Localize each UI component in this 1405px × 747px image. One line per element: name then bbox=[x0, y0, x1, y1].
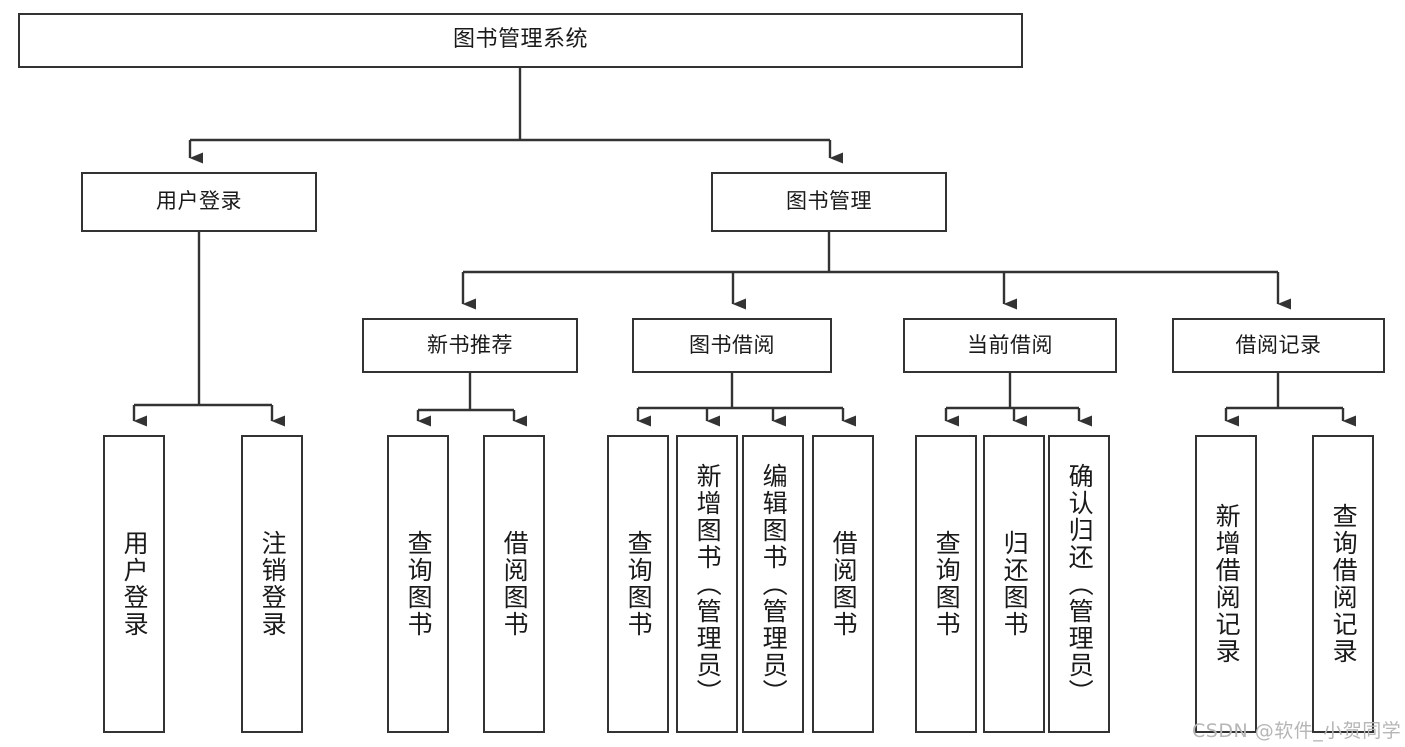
leaf-edit-book-admin[interactable]: 编辑图书（管理员） bbox=[742, 435, 804, 733]
node-root-system[interactable]: 图书管理系统 bbox=[18, 13, 1023, 68]
node-label: 图书借阅 bbox=[689, 332, 775, 357]
leaf-user-login[interactable]: 用户登录 bbox=[103, 435, 165, 733]
node-label: 归还图书 bbox=[1000, 530, 1030, 638]
leaf-borrow-book-recommend[interactable]: 借阅图书 bbox=[483, 435, 545, 733]
leaf-return-book[interactable]: 归还图书 bbox=[983, 435, 1045, 733]
node-book-management[interactable]: 图书管理 bbox=[711, 172, 947, 232]
node-label: 查询图书 bbox=[932, 530, 962, 638]
node-label: 新增借阅记录 bbox=[1212, 503, 1242, 665]
node-label: 确认归还（管理员） bbox=[1065, 462, 1095, 706]
node-label: 编辑图书（管理员） bbox=[759, 462, 789, 706]
node-label: 查询借阅记录 bbox=[1329, 503, 1359, 665]
node-label: 用户登录 bbox=[120, 530, 150, 638]
leaf-query-book-current[interactable]: 查询图书 bbox=[915, 435, 977, 733]
csdn-watermark: CSDN @软件_小贺同学 bbox=[1192, 720, 1402, 742]
node-label: 借阅记录 bbox=[1235, 332, 1322, 357]
node-label: 查询图书 bbox=[404, 530, 434, 638]
node-book-borrow[interactable]: 图书借阅 bbox=[632, 318, 832, 373]
leaf-logout[interactable]: 注销登录 bbox=[241, 435, 303, 733]
leaf-add-borrow-record[interactable]: 新增借阅记录 bbox=[1195, 435, 1257, 733]
node-borrow-record[interactable]: 借阅记录 bbox=[1172, 318, 1385, 373]
node-user-login[interactable]: 用户登录 bbox=[81, 172, 317, 232]
node-label: 查询图书 bbox=[624, 530, 654, 638]
node-label: 借阅图书 bbox=[500, 530, 530, 638]
leaf-query-borrow-record[interactable]: 查询借阅记录 bbox=[1312, 435, 1374, 733]
node-label: 图书管理系统 bbox=[452, 27, 588, 53]
leaf-borrow-book[interactable]: 借阅图书 bbox=[812, 435, 874, 733]
node-new-book-recommend[interactable]: 新书推荐 bbox=[362, 318, 578, 373]
node-label: 新书推荐 bbox=[427, 332, 513, 357]
leaf-confirm-return-admin[interactable]: 确认归还（管理员） bbox=[1048, 435, 1110, 733]
node-label: 借阅图书 bbox=[829, 530, 859, 638]
node-label: 图书管理 bbox=[786, 189, 872, 214]
node-label: 新增图书（管理员） bbox=[693, 462, 723, 706]
node-label: 当前借阅 bbox=[967, 332, 1053, 357]
node-label: 用户登录 bbox=[156, 189, 242, 214]
node-current-borrow[interactable]: 当前借阅 bbox=[903, 318, 1117, 373]
leaf-query-book-borrow[interactable]: 查询图书 bbox=[607, 435, 669, 733]
leaf-query-book-recommend[interactable]: 查询图书 bbox=[387, 435, 449, 733]
leaf-add-book-admin[interactable]: 新增图书（管理员） bbox=[676, 435, 738, 733]
node-label: 注销登录 bbox=[258, 530, 288, 638]
